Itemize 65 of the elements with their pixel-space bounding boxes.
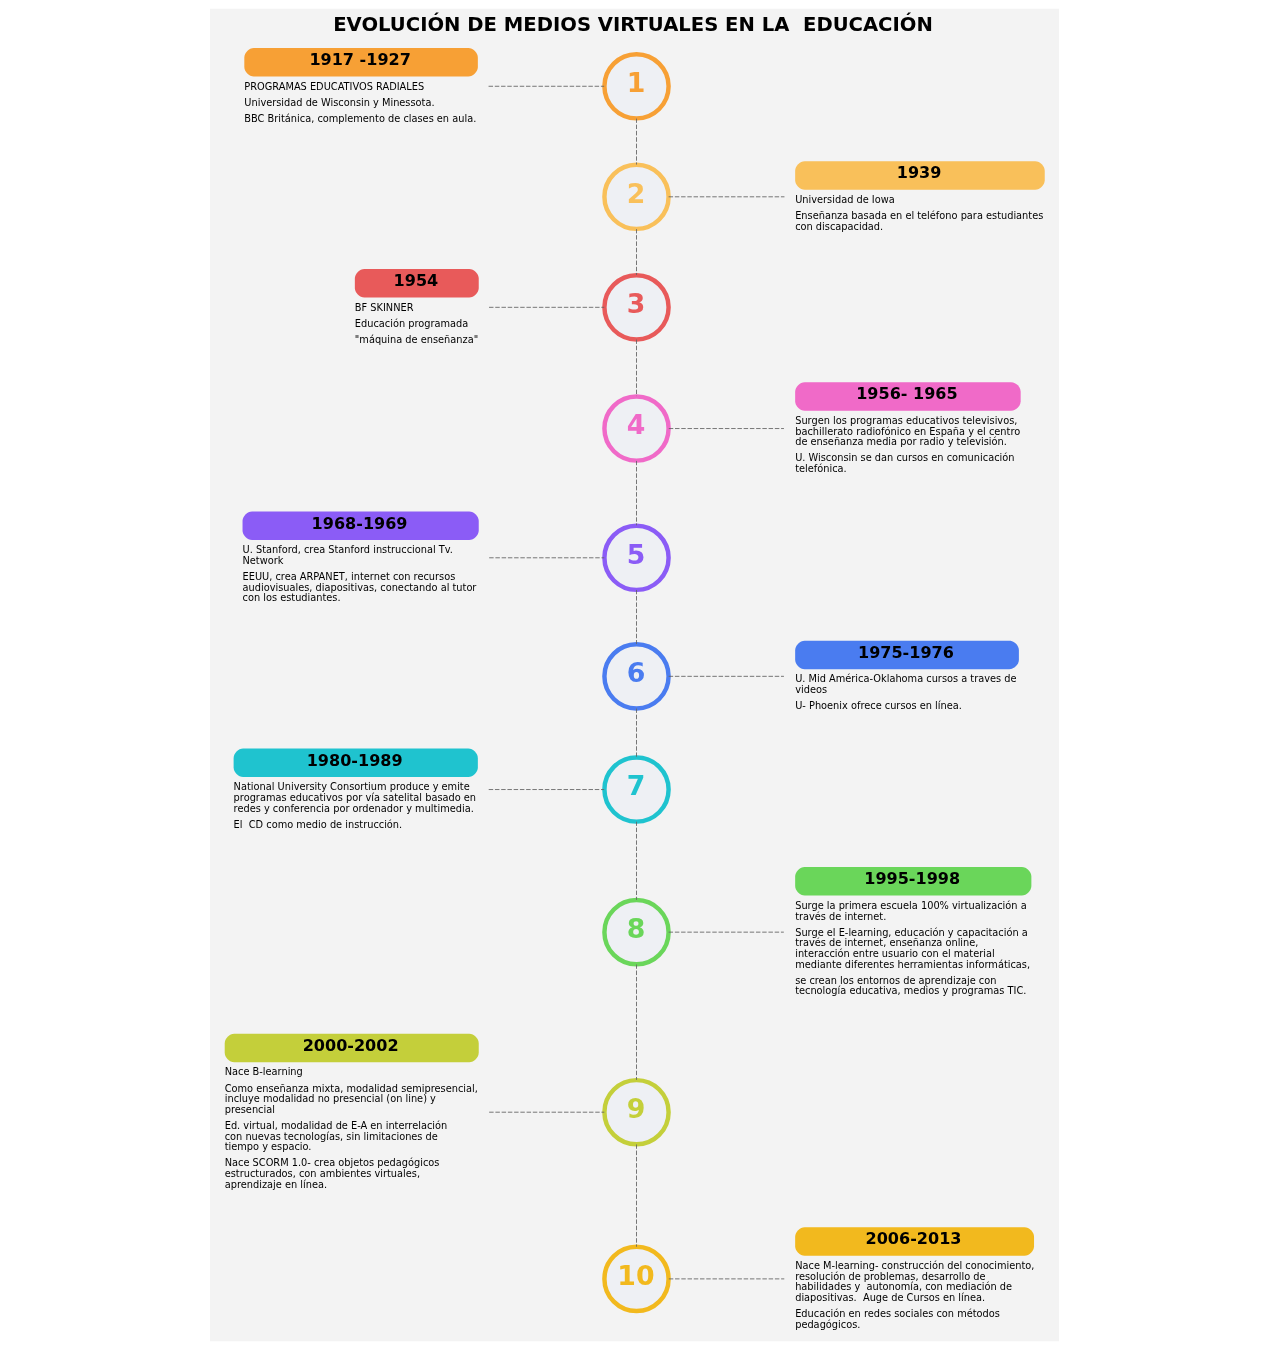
node-label: BBC Británica, complemento de clases en aula. [244, 112, 477, 124]
node-label: Educación en redes sociales con métodos pedagógicos. [795, 1308, 1000, 1330]
node-box: 1954 [354, 269, 479, 298]
node-circle: 5 [602, 523, 671, 593]
node-label: National University Consortium produce y emite programas educativos por vía satelital basado en redes y conferencia por ordenador y multimedia. [233, 781, 477, 814]
node-label: EEUU, crea ARPANET, internet con recursos audiovisuales, diapositivas, conectando al tutor con los estudiantes. [242, 570, 477, 604]
connector [636, 964, 637, 1081]
node-label: U- Phoenix ofrece cursos en línea. [795, 700, 962, 712]
connector [488, 85, 605, 87]
connector [668, 931, 785, 933]
node-label: Nace SCORM 1.0- crea objetos pedagógicos estructurados, con ambientes virtuales, aprendizaje en línea. [224, 1157, 440, 1190]
node-label: Educación programada [354, 317, 469, 329]
connector [488, 1111, 605, 1113]
connector [668, 675, 785, 677]
node-label: Universidad de Wisconsin y Minessota. [244, 96, 435, 108]
node-label: Como enseñanza mixta, modalidad semipresencial, incluye modalidad no presencial (on line) y presencial [224, 1082, 478, 1115]
node-label: U. Stanford, crea Stanford instruccional Tv. Network [242, 544, 453, 566]
node-box: 1968-1969 [242, 511, 479, 540]
connector [636, 821, 637, 901]
connector [636, 118, 637, 165]
diagram-title: EVOLUCIÓN DE MEDIOS VIRTUALES EN LA EDUCACIÓN [333, 12, 933, 36]
node-box: 1975-1976 [795, 640, 1019, 670]
node-box: 1939 [795, 161, 1045, 190]
connector [636, 228, 637, 276]
node-circle: 7 [602, 755, 671, 824]
node-label: El CD como medio de instrucción. [233, 818, 403, 830]
connector [636, 460, 637, 526]
node-box: 1980-1989 [233, 748, 478, 778]
connector [488, 306, 605, 308]
node-label: Enseñanza basada en el teléfono para estudiantes con discapacidad. [795, 209, 1044, 232]
connector [636, 339, 637, 397]
node-label: Universidad de Iowa [795, 193, 895, 205]
node-box: 1917 -1927 [244, 47, 478, 77]
node-label: se crean los entornos de aprendizaje con tecnología educativa, medios y programas TIC. [795, 974, 1027, 997]
node-circle: 8 [602, 897, 671, 967]
node-circle: 1 [602, 51, 671, 121]
node-label: Ed. virtual, modalidad de E-A en interrelación con nuevas tecnologías, sin limitaciones de tiempo y espacio. [224, 1119, 448, 1153]
node-circle: 2 [602, 162, 671, 232]
connector [636, 589, 637, 645]
node-label: U. Wisconsin se dan cursos en comunicación telefónica. [795, 452, 1015, 475]
node-box: 2006-2013 [795, 1227, 1035, 1256]
connector [488, 557, 605, 559]
connector [636, 1144, 637, 1248]
node-label: Surge la primera escuela 100% virtualización a través de internet. [795, 899, 1027, 922]
connector [668, 1278, 785, 1280]
node-circle: 3 [602, 273, 671, 342]
node-circle: 10 [602, 1244, 671, 1314]
node-box: 2000-2002 [224, 1033, 479, 1063]
node-box: 1995-1998 [795, 867, 1032, 896]
connector [668, 428, 785, 429]
node-label: Nace B-learning [224, 1066, 303, 1078]
node-circle: 9 [602, 1077, 671, 1147]
connector [488, 789, 605, 790]
node-label: Surgen los programas educativos televisivos, bachillerato radiofónico en España y el centro de enseñanza media por radio y televisión. [795, 414, 1021, 448]
node-label: "máquina de enseñanza" [354, 333, 479, 345]
node-circle: 4 [602, 394, 671, 463]
node-label: BF SKINNER [354, 301, 414, 313]
node-box: 1956- 1965 [795, 382, 1021, 411]
connector [636, 708, 637, 758]
node-label: Surge el E-learning, educación y capacitación a través de internet, enseñanza online, interacción entre usuario con el material mediante diferentes herramientas informáticas, [795, 926, 1031, 970]
node-circle: 6 [602, 642, 671, 711]
node-label: Nace M-learning- construcción del conocimiento, resolución de problemas, desarrollo de habilidades y autonomía, con mediación de diapositivas. Auge de Cursos en línea. [795, 1259, 1035, 1303]
connector [668, 196, 785, 198]
node-label: PROGRAMAS EDUCATIVOS RADIALES [244, 80, 425, 92]
node-label: U. Mid América-Oklahoma cursos a traves de videos [795, 673, 1017, 696]
